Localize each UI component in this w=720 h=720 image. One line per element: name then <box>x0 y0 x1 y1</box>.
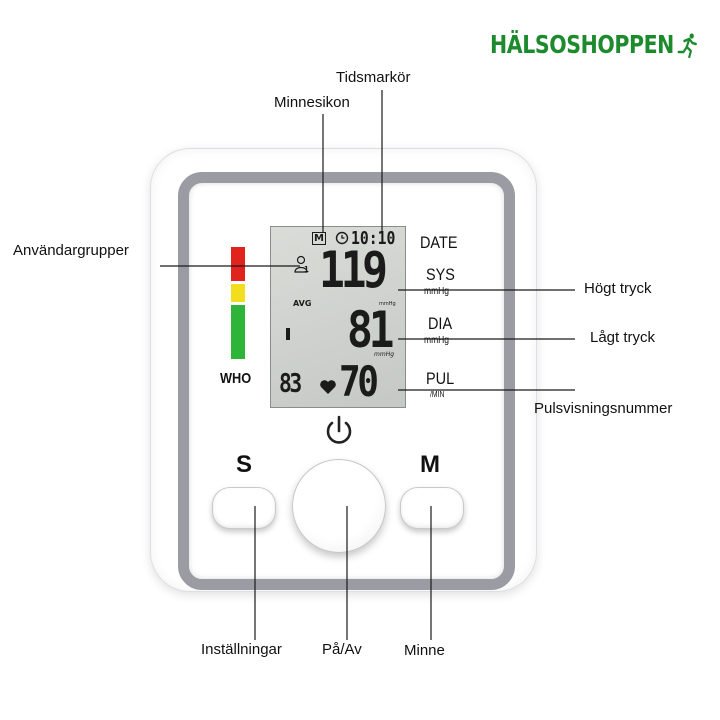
label-memory-icon: Minnesikon <box>274 94 350 111</box>
who-label: WHO <box>220 370 252 387</box>
label-power: På/Av <box>322 641 362 658</box>
memory-badge: M <box>312 232 326 245</box>
pulse-value: 70 <box>339 357 379 406</box>
memory-count: 83 <box>279 369 302 399</box>
label-memory: Minne <box>404 642 445 659</box>
m-button-letter: M <box>420 451 440 478</box>
diastolic-value: 81 <box>347 301 395 359</box>
lcd-screen: M 10:10 1 119 AVG mmHg 81 mmHg 83 70 <box>270 226 406 408</box>
settings-button[interactable] <box>212 487 276 529</box>
diastolic-unit: mmHg <box>374 351 395 358</box>
power-button[interactable] <box>292 459 386 553</box>
label-high-pressure: Högt tryck <box>584 280 652 297</box>
pul-label: PUL <box>426 369 455 388</box>
avg-label: AVG <box>293 299 312 308</box>
sys-label: SYS <box>426 265 455 284</box>
heart-icon <box>320 380 336 394</box>
power-icon <box>326 415 352 444</box>
who-bar-yellow <box>231 284 245 302</box>
user-number: 1 <box>304 265 309 274</box>
label-low-pressure: Lågt tryck <box>590 329 656 346</box>
label-pulse-number: Pulsvisningsnummer <box>534 400 673 417</box>
date-label: DATE <box>420 233 458 252</box>
time-display: 10:10 <box>351 228 396 249</box>
brand-name: HÄLSOSHOPPEN <box>490 30 674 59</box>
sys-unit-label: mmHg <box>424 286 450 297</box>
dia-unit-label: mmHg <box>424 335 450 346</box>
running-person-icon <box>677 32 698 58</box>
systolic-unit: mmHg <box>379 301 396 307</box>
dia-label: DIA <box>428 314 453 333</box>
pul-unit-label: /MIN <box>430 390 445 399</box>
label-settings: Inställningar <box>201 641 282 658</box>
brand-logo: HÄLSOSHOPPEN <box>490 30 699 59</box>
memory-button[interactable] <box>400 487 464 529</box>
user-group-icon <box>294 255 308 273</box>
lcd-segment-mark <box>286 328 290 340</box>
who-bar-red <box>231 247 245 281</box>
label-time-marker: Tidsmarkör <box>336 69 411 86</box>
label-user-groups: Användargrupper <box>13 242 129 259</box>
s-button-letter: S <box>236 451 253 478</box>
clock-icon <box>335 231 349 245</box>
who-bar-green <box>231 305 245 359</box>
systolic-value: 119 <box>319 241 388 299</box>
